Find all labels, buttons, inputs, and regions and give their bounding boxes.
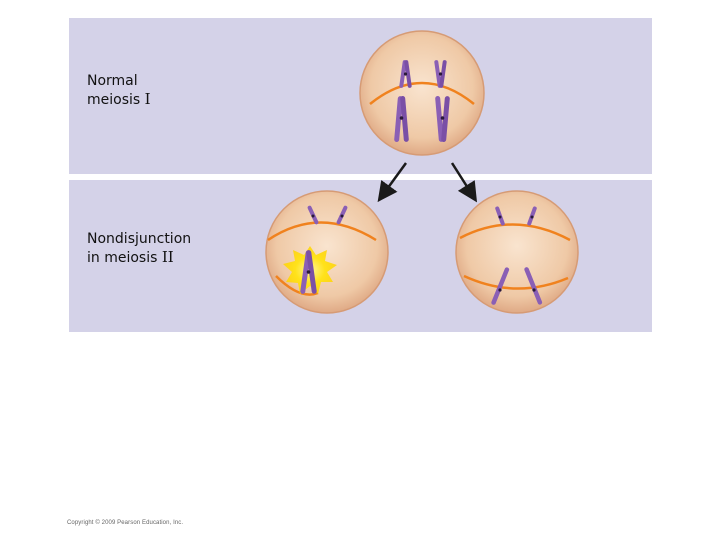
nondisjunction-cell-membrane bbox=[265, 190, 389, 314]
parent-chromosome-large-right bbox=[435, 96, 450, 142]
normal-ii-chromatid-top-right bbox=[527, 206, 537, 226]
normal-ii-chromatid-top-left bbox=[495, 206, 505, 226]
normal-label-roman: I bbox=[144, 90, 151, 108]
nondisjunction-label-roman: II bbox=[161, 248, 174, 266]
parent-chromosome-small-left bbox=[399, 60, 412, 88]
nondisjunction-cell bbox=[265, 190, 389, 314]
normal-label-line2: meiosis bbox=[87, 92, 145, 108]
normal-ii-spindle-upper bbox=[459, 223, 571, 242]
nondisjunction-chromatid-right bbox=[336, 205, 348, 225]
nondisjunction-spindle-upper bbox=[267, 221, 377, 242]
parent-chromosome-large-left bbox=[394, 96, 409, 142]
nondisjunction-label-line1: Nondisjunction bbox=[87, 231, 192, 247]
parent-chromosome-small-right bbox=[434, 60, 447, 88]
nondisjunction-spindle-lower bbox=[275, 275, 319, 296]
normal-ii-chromatid-bottom-right bbox=[524, 267, 543, 305]
normal-ii-chromatid-bottom-left bbox=[491, 267, 510, 305]
parent-spindle-upper bbox=[369, 81, 475, 105]
nondisjunction-label: Nondisjunction in meiosis II bbox=[87, 230, 191, 267]
normal-ii-cell-membrane bbox=[455, 190, 579, 314]
parent-cell bbox=[359, 30, 485, 156]
copyright-credit: Copyright © 2009 Pearson Education, Inc. bbox=[67, 520, 184, 526]
nondisjunction-chromatid-left bbox=[307, 205, 319, 225]
normal-label-line1: Normal bbox=[87, 73, 138, 89]
nondisjunction-chromosome-pair bbox=[300, 250, 317, 294]
normal-ii-spindle-lower bbox=[463, 274, 569, 290]
arrow-to-right-daughter bbox=[450, 162, 478, 203]
normal-meiosis-ii-cell bbox=[455, 190, 579, 314]
parent-cell-membrane bbox=[359, 30, 485, 156]
nondisjunction-label-line2: in meiosis bbox=[87, 250, 162, 266]
normal-meiosis-label: Normal meiosis I bbox=[87, 72, 151, 109]
arrow-to-left-daughter bbox=[377, 162, 408, 203]
